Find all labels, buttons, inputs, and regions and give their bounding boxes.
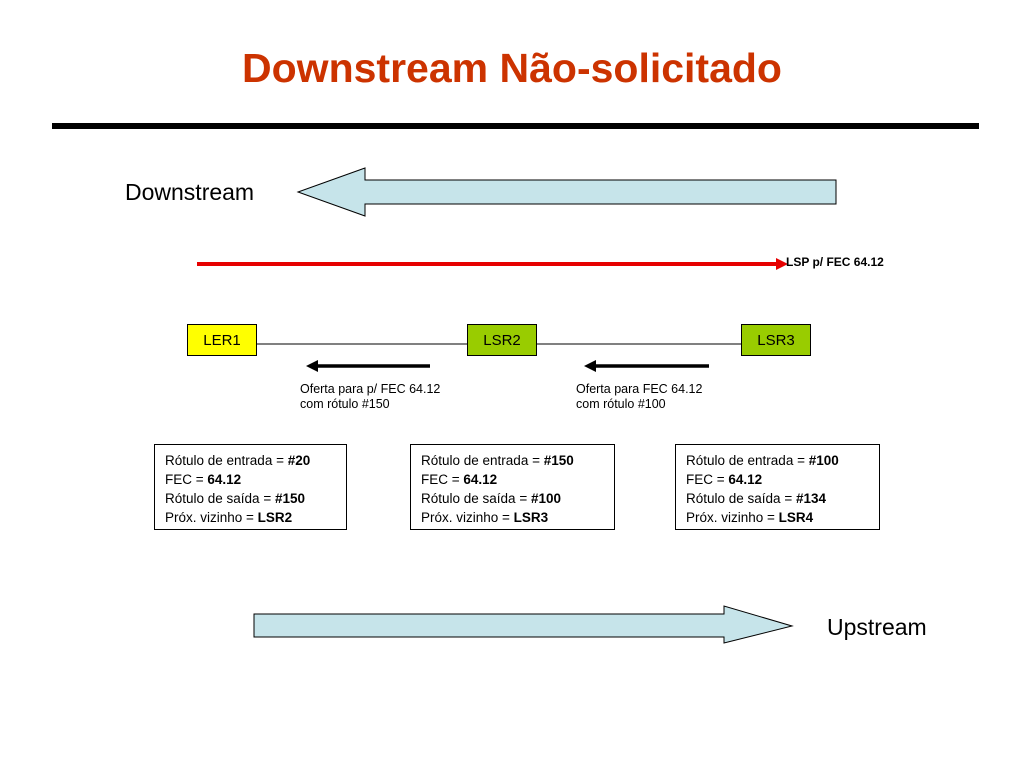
- node-lsr2: LSR2: [467, 324, 537, 356]
- table-row: Rótulo de saída = #100: [421, 491, 561, 506]
- table-row: Rótulo de entrada = #150: [421, 453, 574, 468]
- table-row: Próx. vizinho = LSR3: [421, 510, 549, 525]
- downstream-label: Downstream: [125, 179, 255, 205]
- label-table-ler1: Rótulo de entrada = #20 FEC = 64.12 Rótu…: [154, 444, 347, 530]
- table-row: Próx. vizinho = LSR4: [686, 510, 814, 525]
- table-row: Rótulo de saída = #134: [686, 491, 826, 506]
- title-divider: [52, 123, 979, 129]
- upstream-label: Upstream: [827, 614, 927, 640]
- page-title: Downstream Não-solicitado: [242, 45, 782, 91]
- node-ler1: LER1: [187, 324, 257, 356]
- offer-line: com rótulo #100: [576, 397, 666, 411]
- table-row: FEC = 64.12: [165, 472, 242, 487]
- table-row: Rótulo de saída = #150: [165, 491, 305, 506]
- offer-arrowhead-2: [584, 360, 596, 372]
- table-row: FEC = 64.12: [421, 472, 498, 487]
- offer-arrowhead-1: [306, 360, 318, 372]
- offer-text-2: Oferta para FEC 64.12 com rótulo #100: [576, 382, 702, 412]
- offer-text-1: Oferta para p/ FEC 64.12 com rótulo #150: [300, 382, 440, 412]
- lsp-arrowhead: [776, 258, 788, 270]
- offer-line: Oferta para FEC 64.12: [576, 382, 703, 396]
- table-row: Próx. vizinho = LSR2: [165, 510, 293, 525]
- lsp-label: LSP p/ FEC 64.12: [786, 255, 884, 269]
- label-table-lsr3: Rótulo de entrada = #100 FEC = 64.12 Rót…: [675, 444, 880, 530]
- table-row: Rótulo de entrada = #100: [686, 453, 839, 468]
- table-row: FEC = 64.12: [686, 472, 763, 487]
- offer-line: Oferta para p/ FEC 64.12: [300, 382, 441, 396]
- offer-line: com rótulo #150: [300, 397, 390, 411]
- table-row: Rótulo de entrada = #20: [165, 453, 311, 468]
- upstream-arrow: [253, 605, 794, 644]
- downstream-arrow: [296, 167, 837, 217]
- node-lsr3: LSR3: [741, 324, 811, 356]
- label-table-lsr2: Rótulo de entrada = #150 FEC = 64.12 Rót…: [410, 444, 615, 530]
